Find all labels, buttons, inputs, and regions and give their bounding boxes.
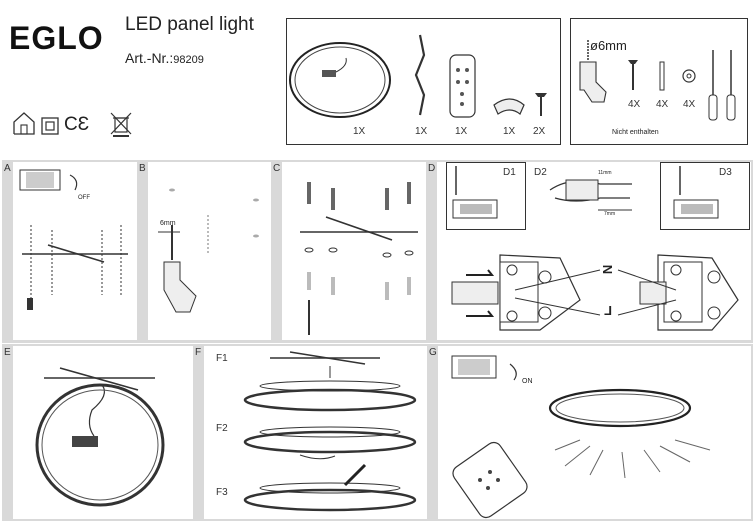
tools-box	[570, 18, 748, 145]
article-value: 98209	[173, 54, 204, 66]
step-b-label: B	[139, 163, 146, 174]
parts-box	[286, 18, 561, 145]
off-label: OFF	[78, 195, 90, 201]
step-b-panel	[148, 162, 271, 340]
strip-length-1: 11mm	[598, 170, 612, 176]
on-label: ON	[522, 378, 533, 385]
article-prefix: Art.-Nr.:	[125, 50, 174, 66]
ce-mark-icon: CƐ	[64, 114, 90, 135]
certification-icons: CƐ	[12, 110, 132, 138]
step-d3-box	[660, 162, 750, 230]
step-e-label: E	[4, 347, 11, 358]
drill-size: ø6mm	[590, 38, 627, 53]
step-g-label: G	[429, 347, 437, 358]
step-d1-box	[446, 162, 526, 230]
qty-screw: 2X	[533, 126, 546, 137]
qty-panel: 1X	[353, 126, 366, 137]
step-a-panel	[13, 162, 137, 340]
product-title: LED panel light	[125, 14, 254, 35]
qty-clip: 1X	[503, 126, 516, 137]
weee-bin-icon	[110, 112, 132, 137]
step-d3-label: D3	[719, 167, 732, 178]
drill-depth-label: 6mm	[160, 220, 176, 227]
indoor-house-icon	[13, 112, 59, 135]
qty-tool-screws: 4X	[628, 99, 641, 110]
step-c-label: C	[273, 163, 281, 174]
step-d2-label: D2	[534, 167, 547, 178]
qty-tool-washers: 4X	[683, 99, 696, 110]
strip-length-2: 7mm	[604, 211, 616, 217]
step-a-label: A	[4, 163, 11, 174]
step-f-label: F	[195, 347, 202, 358]
step-d1-label: D1	[503, 167, 516, 178]
step-d-label: D	[428, 163, 436, 174]
brand-logo: EGLO	[9, 20, 104, 56]
qty-tool-dowels: 4X	[656, 99, 669, 110]
step-f2-label: F2	[216, 423, 228, 434]
step-f1-label: F1	[216, 353, 228, 364]
article-number: Art.-Nr.:98209	[125, 50, 204, 66]
qty-remote: 1X	[455, 126, 468, 137]
qty-cable: 1X	[415, 126, 428, 137]
tools-note: Nicht enthalten	[612, 129, 659, 136]
step-f3-label: F3	[216, 487, 228, 498]
